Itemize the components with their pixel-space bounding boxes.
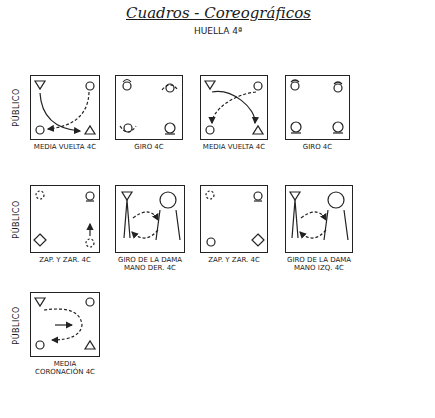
- step-square: GIRO 4C: [285, 75, 350, 153]
- dance-floor-square: [115, 185, 185, 253]
- step-square: GIRO DE LA DAMA MANO DER. 4C: [115, 185, 185, 274]
- step-caption: MEDIA VUELTA 4C: [30, 143, 100, 151]
- step-caption: GIRO 4C: [285, 143, 350, 151]
- subtitle: HUELLA 4ª: [194, 26, 242, 36]
- audience-label: PÚBLICO: [12, 306, 21, 344]
- step-square: GIRO 4C: [115, 75, 183, 153]
- step-caption: GIRO DE LA DAMA MANO IZQ. 4C: [285, 256, 353, 272]
- step-caption: MEDIA VUELTA 4C: [200, 143, 268, 151]
- step-square: ZAP. Y ZAR. 4C: [200, 185, 268, 266]
- step-caption: GIRO DE LA DAMA MANO DER. 4C: [115, 256, 185, 272]
- dance-floor-square: [30, 75, 100, 140]
- step-square: MEDIA VUELTA 4C: [30, 75, 100, 153]
- dance-floor-square: [285, 75, 350, 140]
- step-caption: ZAP. Y ZAR. 4C: [200, 256, 268, 264]
- dance-floor-square: [285, 185, 353, 253]
- dance-floor-square: [115, 75, 183, 140]
- step-caption: MEDIA CORONACIÓN 4C: [30, 360, 100, 376]
- dance-floor-square: [200, 75, 268, 140]
- sheet-title: Cuadros - Coreográficos: [126, 4, 311, 22]
- step-caption: GIRO 4C: [115, 143, 183, 151]
- dance-floor-square: [30, 185, 100, 253]
- step-square: ZAP. Y ZAR. 4C: [30, 185, 100, 266]
- audience-label: PÚBLICO: [12, 88, 21, 126]
- step-caption: ZAP. Y ZAR. 4C: [30, 256, 100, 264]
- step-square: MEDIA CORONACIÓN 4C: [30, 292, 100, 378]
- dance-floor-square: [200, 185, 268, 253]
- dance-floor-square: [30, 292, 100, 357]
- step-square: MEDIA VUELTA 4C: [200, 75, 268, 153]
- audience-label: PÚBLICO: [12, 200, 21, 238]
- step-square: GIRO DE LA DAMA MANO IZQ. 4C: [285, 185, 353, 274]
